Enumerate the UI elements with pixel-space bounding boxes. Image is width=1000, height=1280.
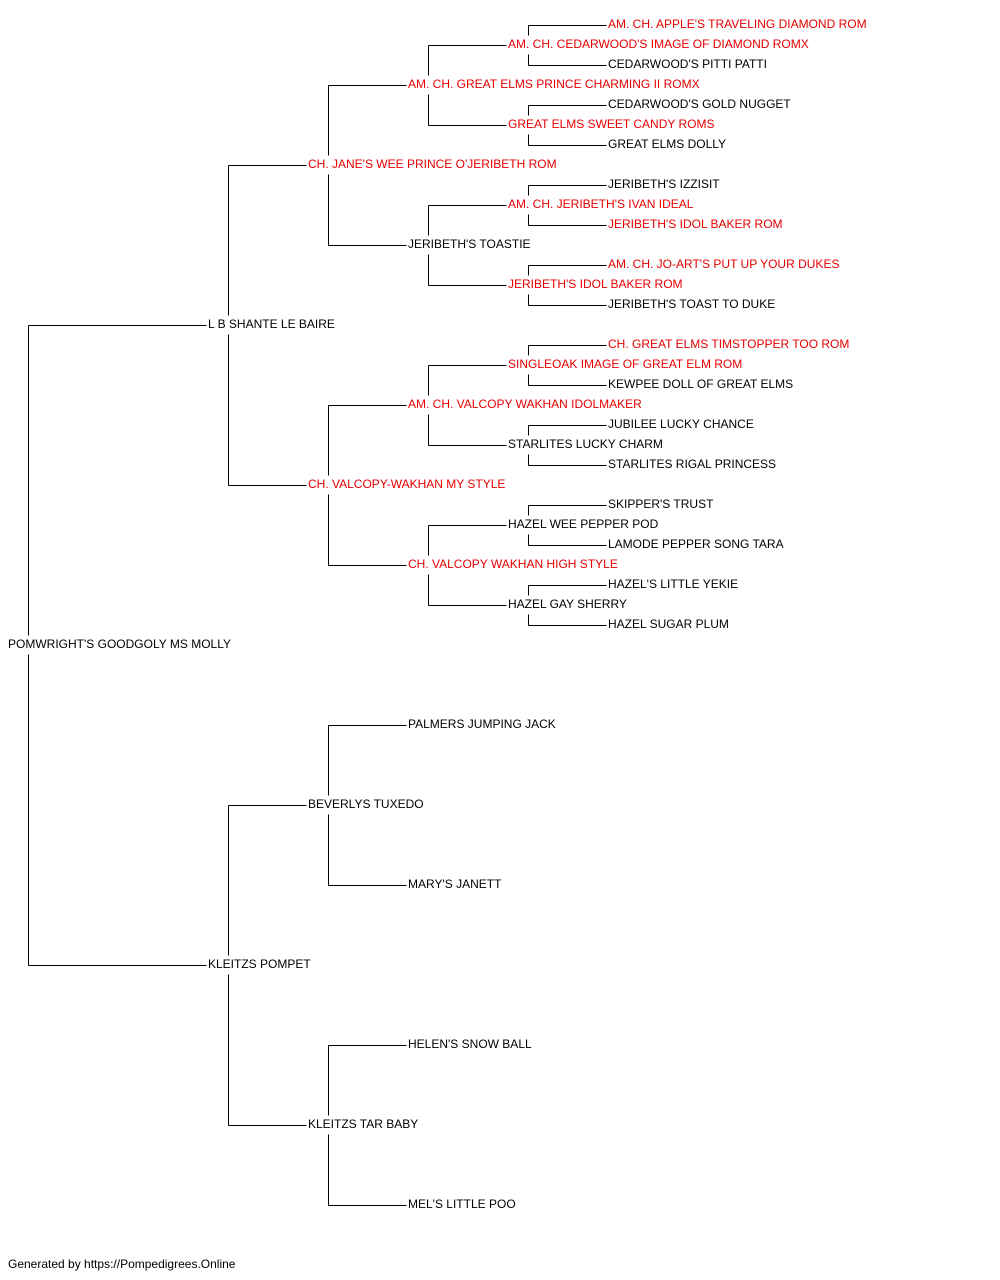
dog-sire-dam-sire-sire-name: SINGLEOAK IMAGE OF GREAT ELM ROM <box>508 357 742 371</box>
dog-sire-sire-name: CH. JANE'S WEE PRINCE O'JERIBETH ROM <box>308 157 557 171</box>
dog-sire-dam-sire-dam-dam-name: STARLITES RIGAL PRINCESS <box>608 457 776 471</box>
dog-sire-dam-dam-dam-sire-name: HAZEL'S LITTLE YEKIE <box>608 577 738 591</box>
dog-sire-dam-sire-name: AM. CH. VALCOPY WAKHAN IDOLMAKER <box>408 397 642 411</box>
dog-sire-sire-sire-sire-name: AM. CH. CEDARWOOD'S IMAGE OF DIAMOND ROM… <box>508 37 809 51</box>
dog-sire-sire-sire-sire-sire-name: AM. CH. APPLE'S TRAVELING DIAMOND ROM <box>608 17 867 31</box>
dog-sire-sire-dam-dam-dam-name: JERIBETH'S TOAST TO DUKE <box>608 297 775 311</box>
dog-sire-name: L B SHANTE LE BAIRE <box>208 317 335 331</box>
dog-sire-dam-dam-dam-dam-name: HAZEL SUGAR PLUM <box>608 617 729 631</box>
dog-sire-dam-dam-name: CH. VALCOPY WAKHAN HIGH STYLE <box>408 557 618 571</box>
dog-sire-sire-dam-sire-dam-name: JERIBETH'S IDOL BAKER ROM <box>608 217 783 231</box>
dog-sire-sire-dam-dam-sire-name: AM. CH. JO-ART'S PUT UP YOUR DUKES <box>608 257 839 271</box>
dog-dam-dam-sire-name: HELEN'S SNOW BALL <box>408 1037 532 1051</box>
dog-sire-dam-sire-sire-sire-name: CH. GREAT ELMS TIMSTOPPER TOO ROM <box>608 337 849 351</box>
dog-dam-name: KLEITZS POMPET <box>208 957 311 971</box>
dog-sire-sire-dam-name: JERIBETH'S TOASTIE <box>408 237 531 251</box>
dog-sire-sire-sire-dam-dam-name: GREAT ELMS DOLLY <box>608 137 726 151</box>
dog-sire-dam-dam-sire-name: HAZEL WEE PEPPER POD <box>508 517 659 531</box>
dog-sire-sire-sire-name: AM. CH. GREAT ELMS PRINCE CHARMING II RO… <box>408 77 700 91</box>
dog-dam-sire-dam-name: MARY'S JANETT <box>408 877 502 891</box>
dog-sire-dam-dam-dam-name: HAZEL GAY SHERRY <box>508 597 627 611</box>
dog-dam-sire-name: BEVERLYS TUXEDO <box>308 797 424 811</box>
dog-dam-dam-dam-name: MEL'S LITTLE POO <box>408 1197 516 1211</box>
generated-by-footer: Generated by https://Pompedigrees.Online <box>8 1257 236 1271</box>
dog-sire-sire-sire-dam-name: GREAT ELMS SWEET CANDY ROMS <box>508 117 714 131</box>
dog-dam-sire-sire-name: PALMERS JUMPING JACK <box>408 717 556 731</box>
dog-sire-dam-name: CH. VALCOPY-WAKHAN MY STYLE <box>308 477 505 491</box>
dog-sire-dam-dam-sire-sire-name: SKIPPER'S TRUST <box>608 497 714 511</box>
dog-sire-sire-dam-dam-name: JERIBETH'S IDOL BAKER ROM <box>508 277 683 291</box>
dog-sire-dam-sire-dam-sire-name: JUBILEE LUCKY CHANCE <box>608 417 754 431</box>
dog-sire-dam-sire-dam-name: STARLITES LUCKY CHARM <box>508 437 663 451</box>
dog-sire-sire-sire-sire-dam-name: CEDARWOOD'S PITTI PATTI <box>608 57 767 71</box>
dog-sire-sire-dam-sire-name: AM. CH. JERIBETH'S IVAN IDEAL <box>508 197 694 211</box>
dog-sire-dam-sire-sire-dam-name: KEWPEE DOLL OF GREAT ELMS <box>608 377 793 391</box>
dog-sire-dam-dam-sire-dam-name: LAMODE PEPPER SONG TARA <box>608 537 784 551</box>
dog-sire-sire-dam-sire-sire-name: JERIBETH'S IZZISIT <box>608 177 720 191</box>
dog-dam-dam-name: KLEITZS TAR BABY <box>308 1117 418 1131</box>
dog-sire-sire-sire-dam-sire-name: CEDARWOOD'S GOLD NUGGET <box>608 97 791 111</box>
dog-name: POMWRIGHT'S GOODGOLY MS MOLLY <box>8 637 231 651</box>
